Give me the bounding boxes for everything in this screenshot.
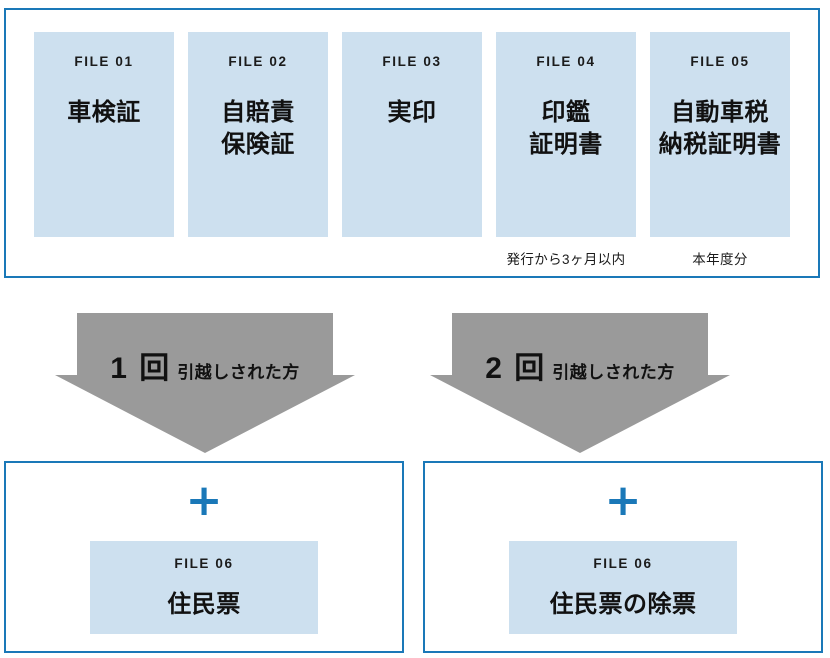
file-column-4: FILE 04 印鑑証明書 発行から3ヶ月以内 <box>496 32 636 268</box>
file-card: FILE 04 印鑑証明書 <box>496 32 636 237</box>
file-column-2: FILE 02 自賠責保険証 <box>188 32 328 248</box>
arrow-count: 2 回 <box>485 352 547 385</box>
file-card-title: 自動車税納税証明書 <box>658 99 782 159</box>
file-card-label: FILE 05 <box>690 54 750 69</box>
arrow-caption-2: 2 回 引越しされた方 <box>430 343 730 387</box>
file-card: FILE 03 実印 <box>342 32 482 237</box>
arrow-description: 引越しされた方 <box>552 363 675 382</box>
file-card-label: FILE 06 <box>593 556 653 571</box>
arrow-block-2: 2 回 引越しされた方 <box>430 313 730 453</box>
file-card-label: FILE 03 <box>382 54 442 69</box>
arrow-caption-1: 1 回 引越しされた方 <box>55 343 355 387</box>
down-arrow-icon <box>430 313 730 453</box>
plus-icon: + <box>604 475 642 526</box>
file-card-row: FILE 01 車検証 FILE 02 自賠責保険証 FILE 03 実印 <box>6 10 818 276</box>
file-card-label: FILE 04 <box>536 54 596 69</box>
file-card-title: 車検証 <box>67 99 141 126</box>
additional-document-panel-2: + FILE 06 住民票の除票 <box>423 461 823 653</box>
file-card-title: 住民票 <box>167 591 241 618</box>
file-column-1: FILE 01 車検証 <box>34 32 174 248</box>
file-card: FILE 06 住民票の除票 <box>509 541 737 634</box>
plus-icon: + <box>185 475 223 526</box>
file-column-3: FILE 03 実印 <box>342 32 482 248</box>
required-documents-panel: FILE 01 車検証 FILE 02 自賠責保険証 FILE 03 実印 <box>4 8 820 278</box>
file-card: FILE 02 自賠責保険証 <box>188 32 328 237</box>
additional-document-panel-1: + FILE 06 住民票 <box>4 461 404 653</box>
down-arrow-icon <box>55 313 355 453</box>
file-card: FILE 01 車検証 <box>34 32 174 237</box>
file-card-label: FILE 06 <box>174 556 234 571</box>
file-card-title: 印鑑証明書 <box>529 99 603 159</box>
file-card-title: 住民票の除票 <box>549 591 697 618</box>
arrow-count: 1 回 <box>110 352 172 385</box>
file-card-label: FILE 01 <box>74 54 134 69</box>
arrow-block-1: 1 回 引越しされた方 <box>55 313 355 453</box>
file-card-title: 実印 <box>387 99 437 126</box>
file-card-label: FILE 02 <box>228 54 288 69</box>
file-card-note: 本年度分 <box>692 252 748 267</box>
file-card-note: 発行から3ヶ月以内 <box>506 252 626 267</box>
file-card-title: 自賠責保険証 <box>221 99 295 159</box>
arrow-description: 引越しされた方 <box>177 363 300 382</box>
file-card: FILE 05 自動車税納税証明書 <box>650 32 790 237</box>
file-card: FILE 06 住民票 <box>90 541 318 634</box>
file-column-5: FILE 05 自動車税納税証明書 本年度分 <box>650 32 790 268</box>
